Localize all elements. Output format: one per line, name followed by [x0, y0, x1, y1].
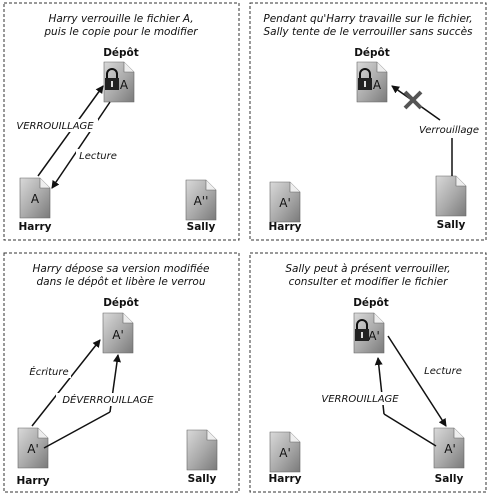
- panel-3-harry-doc-name: A': [27, 442, 39, 456]
- panel-1: Harry verrouille le fichier A, puis le c…: [3, 2, 240, 241]
- panel-2-repository-label: Dépôt: [354, 47, 390, 59]
- panel-2-frame: [249, 2, 487, 241]
- panel-3-caption-line-1: Harry dépose sa version modifiée: [33, 263, 210, 275]
- panel-1-sally-doc-name: A'': [194, 194, 209, 208]
- panel-4-caption-line-1: Sally peut à présent verrouiller,: [285, 263, 450, 275]
- panel-1-harry-doc-name: A: [31, 192, 40, 206]
- panel-4-lock-arrow-label: VERROUILLAGE: [321, 394, 399, 405]
- panel-3-sally-label: Sally: [188, 473, 217, 485]
- panel-4-harry-document-icon: A': [269, 431, 301, 473]
- panel-4-repository-doc-name: A': [368, 329, 380, 343]
- panel-4-read-arrow-label: Lecture: [424, 366, 462, 377]
- panel-1-lock-arrow-label: VERROUILLAGE: [16, 121, 94, 132]
- panel-3-frame: [3, 252, 240, 493]
- panel-3-harry-label: Harry: [16, 475, 49, 487]
- panel-2-harry-doc-name: A': [279, 196, 291, 210]
- panel-2-repository-doc-name: A: [373, 78, 382, 92]
- panel-3-write-arrow-label: Écriture: [29, 365, 68, 378]
- panel-3-harry-document-icon: A': [17, 427, 49, 469]
- panel-4: Sally peut à présent verrouiller, consul…: [249, 252, 487, 493]
- panel-1-repository-document-icon: A: [103, 61, 135, 103]
- panel-3-repository-doc-name: A': [112, 328, 124, 342]
- panel-1-padlock-icon: [105, 68, 119, 90]
- panel-2-sally-document-icon: [435, 175, 467, 217]
- panel-2: Pendant qu'Harry travaille sur le fichie…: [249, 2, 487, 241]
- panel-2-caption-line-2: Sally tente de le verrouiller sans succè…: [263, 26, 473, 38]
- panel-2-repository-document-icon: A: [356, 61, 388, 103]
- panel-4-harry-label: Harry: [268, 473, 301, 485]
- panel-4-lock-arrow: [374, 357, 385, 415]
- panel-2-harry-document-icon: A': [269, 181, 301, 223]
- panel-4-frame: [249, 252, 487, 493]
- panel-3-repository-label: Dépôt: [103, 297, 139, 309]
- panel-1-read-arrow-label: Lecture: [79, 151, 117, 162]
- panel-1-caption-line-2: puis le copie pour le modifier: [43, 26, 198, 38]
- panel-4-sally-label: Sally: [435, 473, 464, 485]
- panel-2-harry-label: Harry: [268, 221, 301, 233]
- panel-4-harry-doc-name: A': [279, 446, 291, 460]
- panel-1-harry-label: Harry: [18, 221, 51, 233]
- panel-3: Harry dépose sa version modifiée dans le…: [3, 252, 240, 493]
- panel-1-frame: [3, 2, 240, 241]
- panel-4-sally-doc-name: A': [444, 442, 456, 456]
- panel-4-caption-line-2: consulter et modifier le fichier: [289, 276, 448, 288]
- panel-4-sally-document-icon: A': [433, 427, 465, 469]
- panel-3-sally-document-icon: [186, 429, 218, 471]
- panel-1-repository-label: Dépôt: [103, 47, 139, 59]
- panel-3-repository-document-icon: A': [102, 312, 134, 354]
- panel-2-sally-label: Sally: [437, 219, 466, 231]
- panel-2-padlock-icon: [358, 68, 372, 90]
- panel-1-caption-line-1: Harry verrouille le fichier A,: [48, 13, 193, 25]
- panel-2-caption-line-1: Pendant qu'Harry travaille sur le fichie…: [263, 13, 472, 25]
- panel-4-read-arrow: [387, 335, 447, 427]
- panel-3-caption-line-2: dans le dépôt et libère le verrou: [36, 276, 205, 288]
- panel-1-sally-document-icon: A'': [185, 179, 217, 221]
- panel-3-unlock-arrow-label: DÉVERROUILLAGE: [62, 393, 154, 406]
- panel-2-lock-attempt-label: Verrouillage: [419, 125, 479, 136]
- panel-4-padlock-icon: [355, 319, 369, 341]
- panel-1-sally-label: Sally: [187, 221, 216, 233]
- panel-3-unlock-line: [43, 411, 111, 449]
- panel-4-lock-line: [383, 413, 437, 447]
- panel-4-repository-label: Dépôt: [353, 297, 389, 309]
- panel-1-read-arrow: [51, 101, 111, 189]
- panel-1-repository-doc-name: A: [120, 78, 129, 92]
- panel-1-harry-document-icon: A: [19, 177, 51, 219]
- panel-4-repository-document-icon: A': [353, 312, 385, 354]
- panel-2-blocked-cross-icon: [403, 90, 423, 110]
- panel-3-write-arrow: [31, 339, 101, 427]
